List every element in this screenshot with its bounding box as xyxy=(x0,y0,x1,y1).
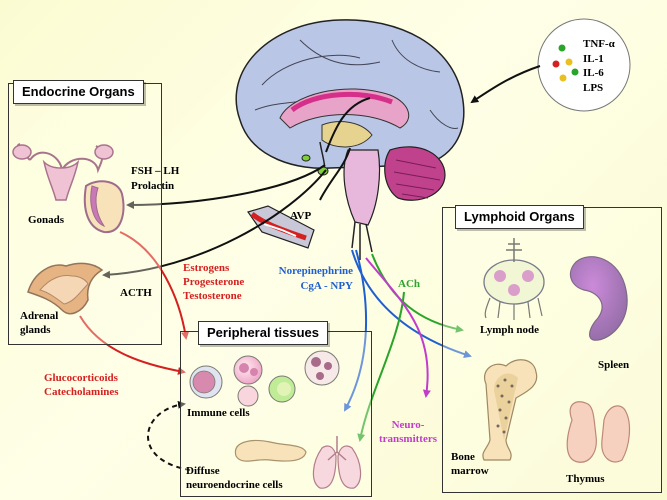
glucocorticoid-arrow xyxy=(79,315,186,375)
glucocorticoids-label: Glucocorticoids xyxy=(44,372,118,384)
marrow-label: marrow xyxy=(451,465,489,477)
neurotransmitter-arrow xyxy=(365,257,431,398)
uterus-illustration xyxy=(12,143,114,201)
endocrine-organs-title: Endocrine Organs xyxy=(13,80,144,104)
spleen-label: Spleen xyxy=(598,359,630,371)
hypothalamus-arrow xyxy=(325,97,371,153)
sex-hormone-arrow xyxy=(119,231,190,340)
endocrine-organs-box xyxy=(8,83,162,345)
ach-arrow-lymph-node xyxy=(371,253,464,333)
adrenal-gland-illustration xyxy=(27,262,104,315)
testis-illustration xyxy=(83,180,125,234)
pancreas-illustration xyxy=(234,439,307,462)
bone-marrow-illustration xyxy=(482,359,538,461)
bone-label: Bone xyxy=(451,451,475,463)
avp-arrow xyxy=(319,147,351,201)
feedback-dashed-arrow xyxy=(147,400,191,471)
fsh-lh-label: FSH – LH xyxy=(131,165,180,177)
adrenal-label-1: Adrenal xyxy=(20,310,59,322)
cga-npy-label: CgA - NPY xyxy=(300,280,353,292)
avp-label: AVP xyxy=(290,210,312,222)
neuroendocrine-cells-label: neuroendocrine cells xyxy=(186,479,283,491)
lymphoid-organs-box xyxy=(442,207,662,493)
spleen-illustration xyxy=(569,256,628,341)
fsh-lh-arrow xyxy=(126,164,326,209)
neurotransmitters-label-2: transmitters xyxy=(378,433,438,445)
testosterone-label: Testosterone xyxy=(183,290,242,302)
ach-arrow-peripheral xyxy=(357,291,405,442)
acth-arrow xyxy=(102,169,327,279)
thymus-illustration xyxy=(566,401,631,463)
catecholamines-label: Catecholamines xyxy=(44,386,119,398)
diffuse-label: Diffuse xyxy=(186,465,220,477)
blood-vessel-illustration xyxy=(247,205,315,249)
lymph-node-illustration xyxy=(483,238,545,320)
adrenal-label-2: glands xyxy=(20,324,51,336)
lungs-illustration xyxy=(312,436,362,489)
ach-label: ACh xyxy=(398,278,421,290)
lymphoid-organs-title: Lymphoid Organs xyxy=(455,205,584,229)
estrogens-label: Estrogens xyxy=(183,262,230,274)
immune-cells-illustration xyxy=(189,350,340,407)
cytokine-il6: IL-6 xyxy=(583,67,604,79)
peripheral-tissues-title: Peripheral tissues xyxy=(198,321,328,345)
cytokine-tnf: TNF-α xyxy=(583,38,615,50)
thymus-label: Thymus xyxy=(566,473,605,485)
cytokine-circle xyxy=(537,18,631,112)
prolactin-label: Prolactin xyxy=(131,180,175,192)
cytokine-to-brain-arrow xyxy=(470,65,541,104)
neurotransmitters-label-1: Neuro- xyxy=(391,419,425,431)
norepinephrine-arrow-peripheral xyxy=(344,249,368,412)
immune-cells-label: Immune cells xyxy=(187,407,250,419)
lymph-node-label: Lymph node xyxy=(480,324,539,336)
brain-illustration xyxy=(235,19,465,260)
acth-label: ACTH xyxy=(120,287,152,299)
progesterone-label: Progesterone xyxy=(183,276,245,288)
cytokine-lps: LPS xyxy=(583,82,604,94)
cytokine-il1: IL-1 xyxy=(583,53,604,65)
norepinephrine-label: Norepinephrine xyxy=(278,265,353,277)
gonads-label: Gonads xyxy=(28,214,65,226)
